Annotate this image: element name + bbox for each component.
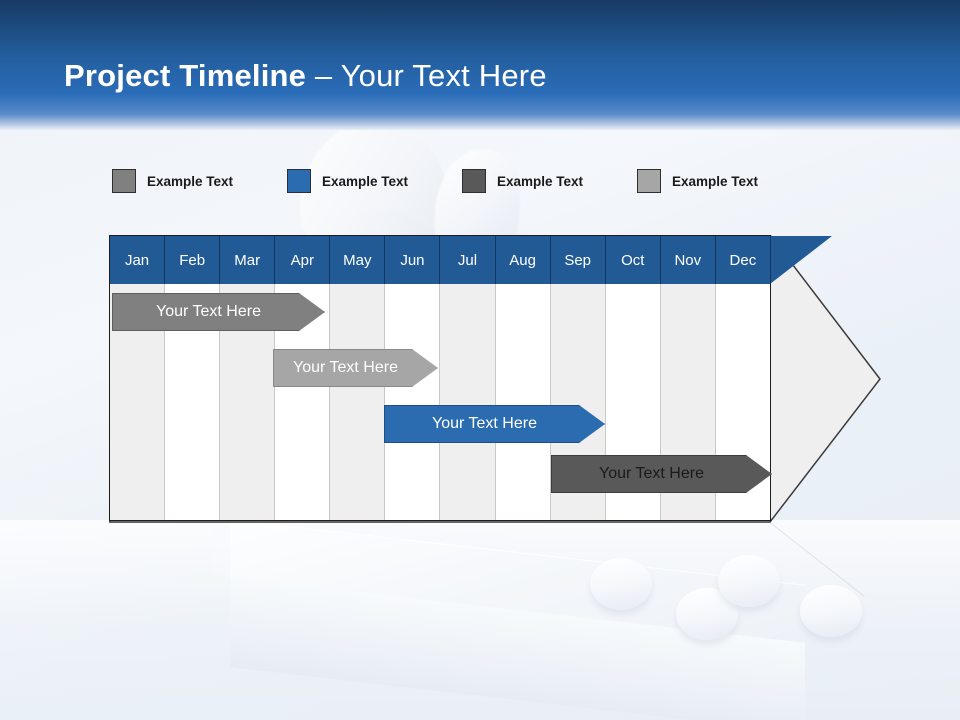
task-bar-shape: [551, 455, 772, 493]
task-bar-label: Your Text Here: [156, 303, 261, 320]
month-header-may: May: [330, 236, 386, 284]
month-header-feb: Feb: [165, 236, 221, 284]
task-bar-4[interactable]: Your Text Here: [551, 455, 772, 493]
legend-item-label: Example Text: [497, 173, 584, 189]
month-column-may[interactable]: May: [330, 236, 386, 520]
month-column-body: [385, 284, 440, 520]
month-column-feb[interactable]: Feb: [165, 236, 221, 520]
floor-glow: [0, 520, 960, 720]
lego-brick-front-icon: [230, 577, 805, 720]
legend-item-label: Example Text: [672, 173, 759, 189]
task-bar-2[interactable]: Your Text Here: [273, 349, 438, 387]
month-header-oct: Oct: [605, 236, 661, 284]
task-bar-label: Your Text Here: [599, 465, 704, 482]
header-band: [0, 0, 960, 130]
reflection-line-diagonal: [695, 522, 865, 692]
month-header-dec: Dec: [715, 236, 771, 284]
month-header-apr: Apr: [275, 236, 331, 284]
month-column-jun[interactable]: Jun: [385, 236, 441, 520]
lego-stud-icon: [718, 555, 780, 607]
task-bar-shape: [273, 349, 438, 387]
page-title: Project Timeline – Your Text Here: [64, 58, 547, 94]
task-bar-label: Your Text Here: [293, 359, 398, 376]
legend-item-2[interactable]: Example Text: [287, 168, 408, 194]
legend-swatch-icon: [462, 169, 486, 193]
task-bar-shape: [112, 293, 325, 331]
month-column-body: [495, 284, 550, 520]
legend-swatch-icon: [637, 169, 661, 193]
lego-brick-top-icon: [230, 519, 805, 663]
legend-item-label: Example Text: [322, 173, 409, 189]
task-bar-1[interactable]: Your Text Here: [112, 293, 325, 331]
month-header-jan: Jan: [110, 236, 166, 284]
month-column-jul[interactable]: Jul: [440, 236, 496, 520]
month-header-jun: Jun: [385, 236, 441, 284]
month-column-mar[interactable]: Mar: [220, 236, 276, 520]
page-title-strong: Project Timeline: [64, 58, 307, 93]
legend-item-3[interactable]: Example Text: [462, 168, 583, 194]
month-header-jul: Jul: [440, 236, 496, 284]
legend-item-1[interactable]: Example Text: [112, 168, 233, 194]
task-bar-label: Your Text Here: [432, 415, 537, 432]
month-column-body: [330, 284, 385, 520]
month-column-aug[interactable]: Aug: [495, 236, 551, 520]
month-header-sep: Sep: [550, 236, 606, 284]
task-bar-3[interactable]: Your Text Here: [384, 405, 605, 443]
lego-stud-icon: [676, 588, 738, 640]
month-header-aug: Aug: [495, 236, 551, 284]
legend: Example Text Example Text Example Text Exam…: [112, 168, 812, 194]
legend-item-4[interactable]: Example Text: [637, 168, 758, 194]
month-column-body: [440, 284, 495, 520]
legend-swatch-icon: [287, 169, 311, 193]
lego-stud-icon: [590, 558, 652, 610]
legend-swatch-icon: [112, 169, 136, 193]
legend-item-label: Example Text: [147, 173, 234, 189]
lego-stud-icon: [800, 585, 862, 637]
month-header-nov: Nov: [660, 236, 716, 284]
month-column-jan[interactable]: Jan: [110, 236, 166, 520]
page-title-light: – Your Text Here: [306, 58, 547, 93]
month-header-mar: Mar: [220, 236, 276, 284]
task-bar-shape: [384, 405, 605, 443]
